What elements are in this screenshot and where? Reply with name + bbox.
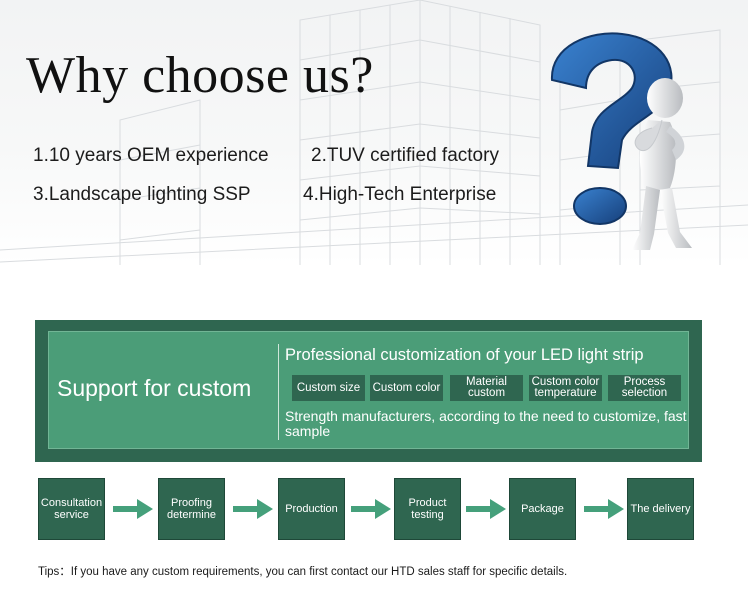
step-package: Package bbox=[509, 478, 576, 540]
feature-oem-experience: 1.10 years OEM experience bbox=[33, 145, 269, 166]
hero-section: Why choose us? 1.10 years OEM experience… bbox=[0, 0, 748, 265]
option-process-selection: Process selection bbox=[608, 375, 681, 401]
option-custom-size: Custom size bbox=[292, 375, 365, 401]
customization-headline: Professional customization of your LED l… bbox=[285, 346, 644, 364]
support-for-custom-label: Support for custom bbox=[57, 375, 252, 401]
page-title: Why choose us? bbox=[26, 47, 374, 104]
custom-support-panel: Support for custom Professional customiz… bbox=[35, 320, 702, 462]
tips-note: Tips：If you have any custom requirements… bbox=[38, 566, 568, 578]
arrow-right-icon bbox=[233, 499, 273, 519]
option-custom-color-temperature: Custom color temperature bbox=[529, 375, 602, 401]
thinking-figure-icon bbox=[632, 78, 692, 250]
option-custom-color: Custom color bbox=[370, 375, 443, 401]
question-mark-thinking-figure bbox=[550, 32, 692, 250]
divider-line bbox=[278, 344, 279, 440]
step-production: Production bbox=[278, 478, 345, 540]
strength-note: Strength manufacturers, according to the… bbox=[285, 408, 687, 439]
arrow-right-icon bbox=[351, 499, 391, 519]
option-material-custom: Material custom bbox=[450, 375, 523, 401]
arrow-right-icon bbox=[113, 499, 153, 519]
question-mark-icon bbox=[550, 32, 673, 225]
arrow-right-icon bbox=[584, 499, 624, 519]
feature-tuv-certified: 2.TUV certified factory bbox=[311, 145, 499, 166]
feature-high-tech: 4.High-Tech Enterprise bbox=[303, 184, 497, 205]
arrow-right-icon bbox=[466, 499, 506, 519]
custom-support-inner: Support for custom Professional customiz… bbox=[48, 331, 689, 449]
feature-landscape-lighting: 3.Landscape lighting SSP bbox=[33, 184, 251, 205]
step-the-delivery: The delivery bbox=[627, 478, 694, 540]
